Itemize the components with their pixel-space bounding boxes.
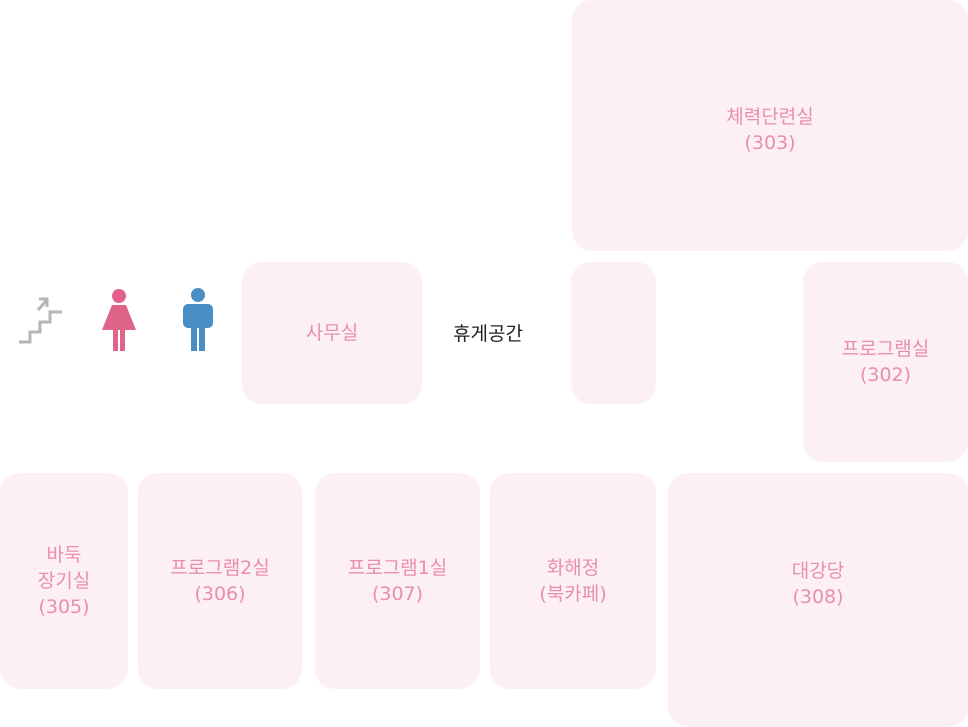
room-number: (303) <box>744 132 796 154</box>
stairs-icon <box>19 297 62 344</box>
men-restroom-icon <box>183 288 213 351</box>
room-office[interactable]: 사무실 <box>242 262 422 404</box>
room-program-307[interactable]: 프로그램1실 (307) <box>315 473 480 689</box>
room-name-line1: 바둑 <box>46 544 82 566</box>
room-program-306[interactable]: 프로그램2실 (306) <box>138 473 302 689</box>
room-fitness-303[interactable]: 체력단련실 (303) <box>572 0 968 251</box>
room-name: 대강당 <box>791 560 845 582</box>
women-restroom-icon <box>102 289 136 351</box>
room-number: (308) <box>792 586 844 608</box>
room-baduk-305[interactable]: 바둑 장기실 (305) <box>0 473 128 689</box>
lounge-label: 휴게공간 <box>453 323 523 345</box>
room-subtitle: (북카페) <box>539 583 607 605</box>
room-name: 프로그램2실 <box>170 557 270 579</box>
room-name: 체력단련실 <box>726 106 814 128</box>
room-name: 화해정 <box>546 557 600 579</box>
room-auditorium-308[interactable]: 대강당 (308) <box>668 473 968 727</box>
room-program-302[interactable]: 프로그램실 (302) <box>803 262 968 462</box>
room-name: 사무실 <box>305 322 359 344</box>
room-name: 프로그램1실 <box>347 557 448 579</box>
room-small-unlabeled[interactable] <box>571 262 656 404</box>
room-name: 프로그램실 <box>841 338 930 360</box>
room-number: (302) <box>859 364 912 386</box>
room-name-line2: 장기실 <box>37 570 91 592</box>
room-number: (306) <box>194 583 246 605</box>
room-number: (307) <box>371 583 424 605</box>
room-number: (305) <box>38 596 90 618</box>
room-hwahaejeong-bookcafe[interactable]: 화해정 (북카페) <box>490 473 656 689</box>
